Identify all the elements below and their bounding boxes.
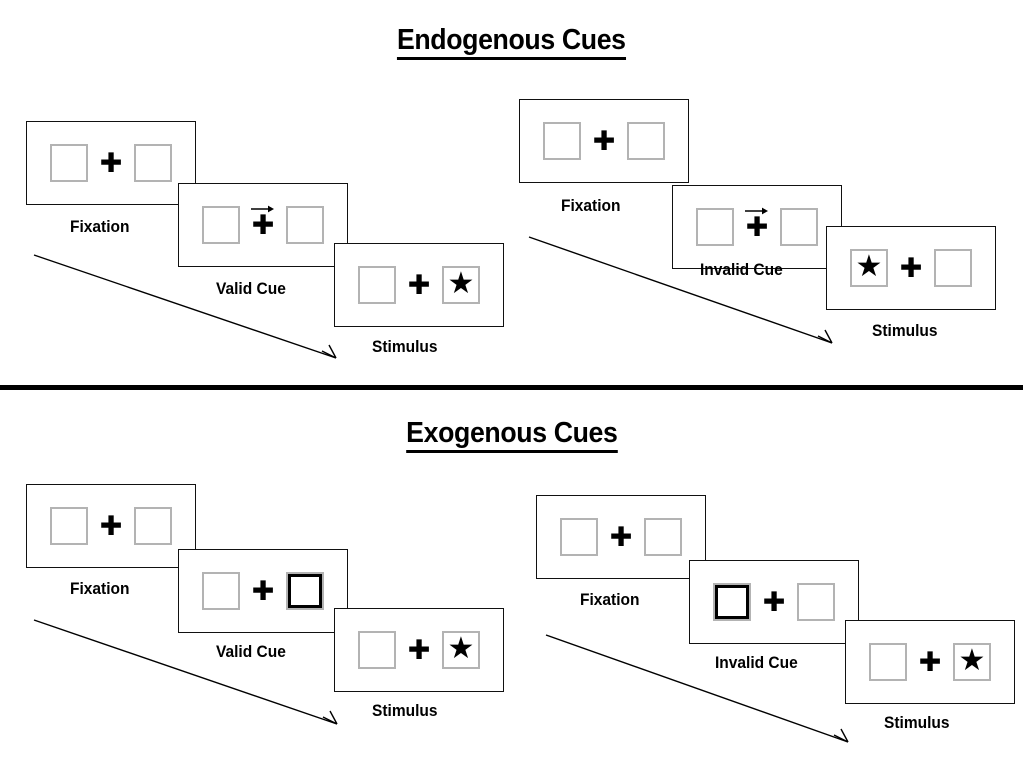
fixation-area: ✚ bbox=[581, 118, 627, 164]
stim-box-left-cued bbox=[713, 583, 751, 621]
panel-endogenous-invalid-cue: ✚ bbox=[672, 185, 842, 269]
stim-box-right bbox=[627, 122, 665, 160]
panel-exogenous-invalid-fixation: ✚ bbox=[536, 495, 706, 579]
panel-endogenous-invalid-stimulus: ★ ✚ bbox=[826, 226, 996, 310]
stim-box-left bbox=[869, 643, 907, 681]
fixation-area: ✚ bbox=[734, 204, 780, 250]
fixation-area: ✚ bbox=[240, 568, 286, 614]
star-target-icon: ★ bbox=[855, 250, 883, 283]
stage-label-endogenous-valid-fixation: Fixation bbox=[70, 218, 130, 236]
fixation-area: ✚ bbox=[751, 579, 797, 625]
stage-label-endogenous-invalid-fixation: Fixation bbox=[561, 197, 621, 215]
fixation-area: ✚ bbox=[396, 627, 442, 673]
panel-endogenous-valid-cue: ✚ bbox=[178, 183, 348, 267]
section-divider bbox=[0, 385, 1023, 390]
stim-box-left bbox=[202, 206, 240, 244]
fixation-area: ✚ bbox=[240, 202, 286, 248]
stim-box-right-target: ★ bbox=[442, 631, 480, 669]
fixation-cross-icon: ✚ bbox=[899, 252, 923, 284]
panel-endogenous-invalid-fixation: ✚ bbox=[519, 99, 689, 183]
panel-exogenous-invalid-cue: ✚ bbox=[689, 560, 859, 644]
section-title-exogenous: Exogenous Cues bbox=[0, 419, 1023, 453]
fixation-cross-icon: ✚ bbox=[99, 147, 123, 179]
stim-box-right-target: ★ bbox=[442, 266, 480, 304]
fixation-cross-icon: ✚ bbox=[251, 209, 275, 241]
stage-label-exogenous-invalid-cue: Invalid Cue bbox=[715, 654, 798, 672]
stim-box-left-target: ★ bbox=[850, 249, 888, 287]
fixation-area: ✚ bbox=[888, 245, 934, 291]
fixation-cross-icon: ✚ bbox=[918, 646, 942, 678]
star-target-icon: ★ bbox=[447, 632, 475, 665]
fixation-area: ✚ bbox=[88, 503, 134, 549]
stim-box-left bbox=[696, 208, 734, 246]
panel-exogenous-invalid-stimulus: ✚ ★ bbox=[845, 620, 1015, 704]
stim-box-right bbox=[780, 208, 818, 246]
stim-box-left bbox=[50, 144, 88, 182]
stim-box-left bbox=[358, 631, 396, 669]
stim-box-right-target: ★ bbox=[953, 643, 991, 681]
stim-box-right bbox=[134, 144, 172, 182]
stage-label-exogenous-valid-stimulus: Stimulus bbox=[372, 702, 438, 720]
panel-exogenous-valid-cue: ✚ bbox=[178, 549, 348, 633]
star-target-icon: ★ bbox=[958, 644, 986, 677]
section-title-exogenous-text: Exogenous Cues bbox=[405, 419, 618, 453]
fixation-area: ✚ bbox=[88, 140, 134, 186]
fixation-area: ✚ bbox=[598, 514, 644, 560]
stage-label-exogenous-invalid-stimulus: Stimulus bbox=[884, 714, 950, 732]
stage-label-endogenous-valid-stimulus: Stimulus bbox=[372, 338, 438, 356]
stim-box-right bbox=[797, 583, 835, 621]
stim-box-left bbox=[202, 572, 240, 610]
stage-label-endogenous-valid-cue: Valid Cue bbox=[216, 280, 286, 298]
fixation-area: ✚ bbox=[907, 639, 953, 685]
fixation-cross-icon: ✚ bbox=[251, 575, 275, 607]
fixation-cross-icon: ✚ bbox=[592, 125, 616, 157]
panel-exogenous-valid-fixation: ✚ bbox=[26, 484, 196, 568]
star-target-icon: ★ bbox=[447, 267, 475, 300]
stage-label-exogenous-invalid-fixation: Fixation bbox=[580, 591, 640, 609]
stim-box-right bbox=[644, 518, 682, 556]
fixation-area: ✚ bbox=[396, 262, 442, 308]
section-title-endogenous-text: Endogenous Cues bbox=[397, 26, 626, 60]
stim-box-left bbox=[560, 518, 598, 556]
stage-label-exogenous-valid-cue: Valid Cue bbox=[216, 643, 286, 661]
fixation-cross-icon: ✚ bbox=[99, 510, 123, 542]
fixation-cross-icon: ✚ bbox=[745, 211, 769, 243]
section-title-endogenous: Endogenous Cues bbox=[0, 26, 1023, 60]
fixation-cross-icon: ✚ bbox=[609, 521, 633, 553]
stage-label-endogenous-invalid-cue: Invalid Cue bbox=[700, 261, 783, 279]
stim-box-right-cued bbox=[286, 572, 324, 610]
stim-box-right bbox=[934, 249, 972, 287]
fixation-cross-icon: ✚ bbox=[407, 634, 431, 666]
stim-box-left bbox=[50, 507, 88, 545]
panel-endogenous-valid-fixation: ✚ bbox=[26, 121, 196, 205]
panel-endogenous-valid-stimulus: ✚ ★ bbox=[334, 243, 504, 327]
stim-box-right bbox=[134, 507, 172, 545]
panel-exogenous-valid-stimulus: ✚ ★ bbox=[334, 608, 504, 692]
fixation-cross-icon: ✚ bbox=[407, 269, 431, 301]
stim-box-right bbox=[286, 206, 324, 244]
stage-label-endogenous-invalid-stimulus: Stimulus bbox=[872, 322, 938, 340]
fixation-cross-icon: ✚ bbox=[762, 586, 786, 618]
stim-box-left bbox=[358, 266, 396, 304]
stage-label-exogenous-valid-fixation: Fixation bbox=[70, 580, 130, 598]
stim-box-left bbox=[543, 122, 581, 160]
